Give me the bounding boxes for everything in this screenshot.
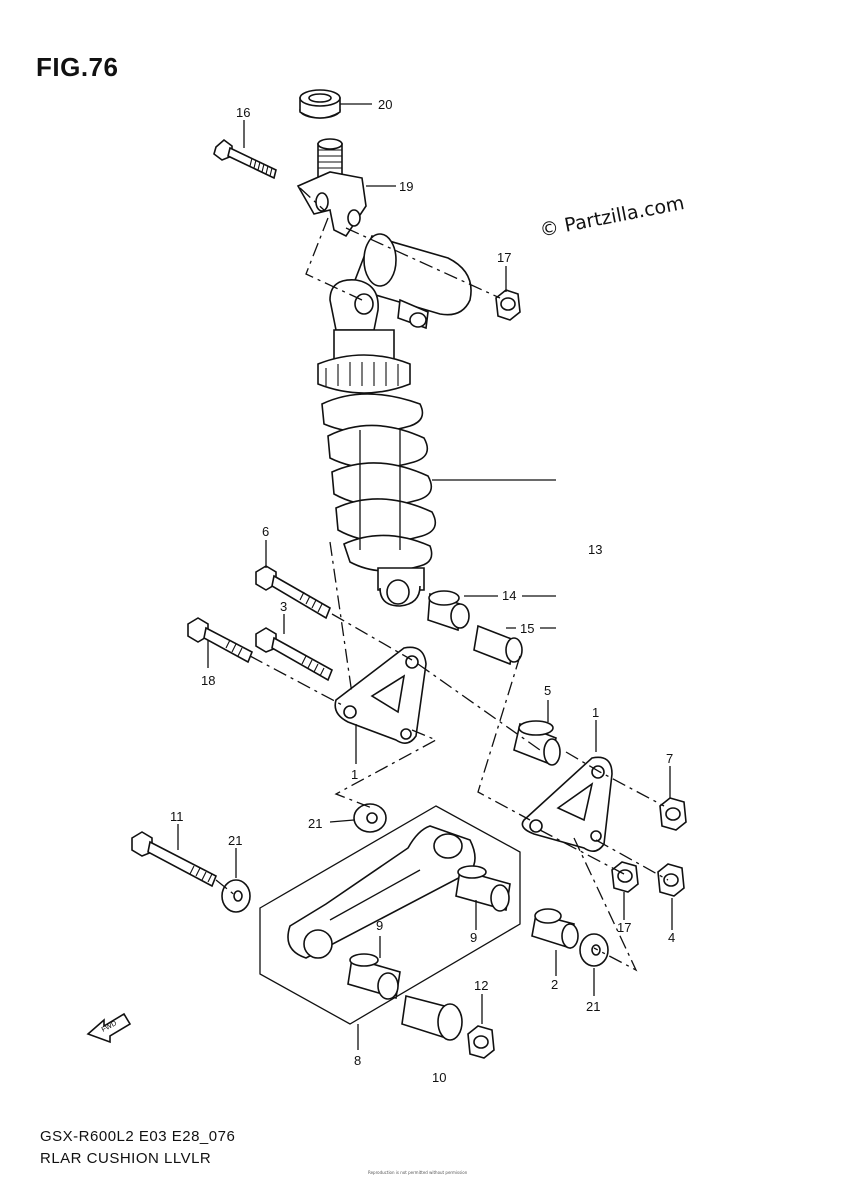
callout-19[interactable]: 19 [399,179,413,194]
part-18-bolt[interactable] [187,617,254,664]
callout-1-right[interactable]: 1 [592,705,599,720]
callout-21-upper[interactable]: 21 [308,816,322,831]
part-10-collar[interactable] [401,994,463,1041]
callout-1-left[interactable]: 1 [351,767,358,782]
callout-7[interactable]: 7 [666,751,673,766]
part-2-spacer[interactable] [531,908,579,950]
part-16-bolt[interactable] [213,138,277,180]
callout-5[interactable]: 5 [544,683,551,698]
callout-2[interactable]: 2 [551,977,558,992]
callout-13[interactable]: 13 [588,542,602,557]
callout-17-lower[interactable]: 17 [617,920,631,935]
front-direction-arrow-icon: FWD [86,1012,132,1044]
callout-9-right[interactable]: 9 [470,930,477,945]
callout-8[interactable]: 8 [354,1053,361,1068]
part-8-cushion-rod[interactable] [259,805,521,1025]
assembly-lines [215,187,669,972]
callout-6[interactable]: 6 [262,524,269,539]
callout-17-upper[interactable]: 17 [497,250,511,265]
part-14-bearing[interactable] [427,590,470,632]
callout-21-left[interactable]: 21 [228,833,242,848]
callout-11[interactable]: 11 [170,809,184,824]
callout-10[interactable]: 10 [432,1070,446,1085]
part-17-nut-upper[interactable] [495,289,521,321]
part-9-bearing-right[interactable] [455,865,511,912]
model-code: GSX-R600L2 E03 E28_076 [40,1128,236,1145]
footnote: Reproduction is not permitted without pe… [368,1170,468,1175]
callout-12[interactable]: 12 [474,978,488,993]
callout-3[interactable]: 3 [280,599,287,614]
callout-4[interactable]: 4 [668,930,675,945]
callout-14[interactable]: 14 [502,588,516,603]
part-15-spacer[interactable] [473,624,523,666]
callout-9-left[interactable]: 9 [376,918,383,933]
figure-title: FIG.76 [36,52,119,82]
part-21-washer-upper[interactable] [353,803,387,833]
part-5-spacer[interactable] [513,720,561,766]
part-1-lever-plate-right[interactable] [521,756,613,852]
part-12-nut[interactable] [467,1025,495,1059]
diagram-name: RLAR CUSHION LLVLR [40,1150,212,1167]
part-6-bolt[interactable] [255,565,332,620]
part-21-washer-lower[interactable] [579,933,609,967]
callout-20[interactable]: 20 [378,97,392,112]
part-7-nut[interactable] [659,797,687,831]
callout-21-lower[interactable]: 21 [586,999,600,1014]
part-19-upper-clevis[interactable] [296,138,367,238]
part-17-nut-lower[interactable] [611,861,639,893]
part-20-cap[interactable] [299,89,341,119]
callout-15[interactable]: 15 [520,621,534,636]
part-4-nut[interactable] [657,863,685,897]
part-21-washer-left[interactable] [221,879,251,913]
part-3-bolt[interactable] [255,627,334,682]
callout-16[interactable]: 16 [236,105,250,120]
part-11-bolt[interactable] [131,831,218,888]
callouts: 20 16 19 17 13 6 3 14 15 18 5 1 1 7 21 1… [170,97,675,1085]
part-1-lever-plate-left[interactable] [334,646,427,744]
part-9-bearing-left[interactable] [347,953,401,1000]
leader-lines [177,103,673,1050]
callout-18[interactable]: 18 [201,673,215,688]
part-13-rear-shock[interactable] [317,233,472,607]
